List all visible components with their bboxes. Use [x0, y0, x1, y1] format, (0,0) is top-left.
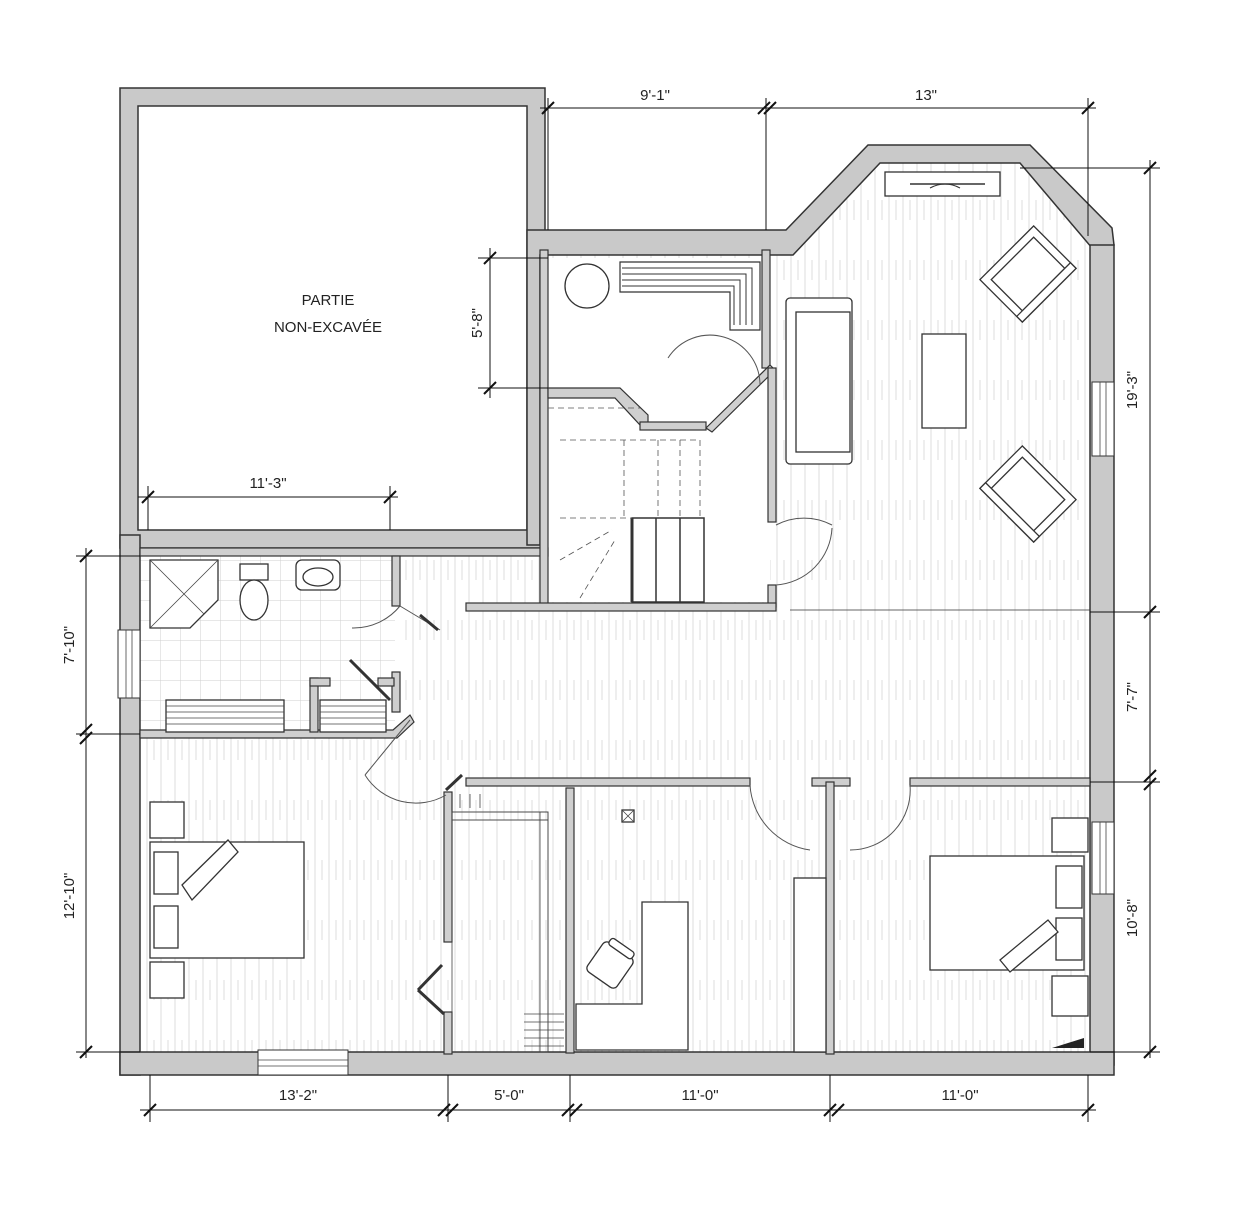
office-chair: [586, 937, 635, 989]
closet-office: [793, 877, 827, 1053]
dim-left-lower: 12'-10": [61, 873, 78, 920]
desk: [575, 901, 689, 1051]
corner-marker: [1052, 1038, 1084, 1048]
plan-text: PARTIE NON-EXCAVÉE 9'-1" 13" 5'-8" 11'-3…: [61, 87, 1141, 1104]
dim-right-middle: 7'-7": [1124, 682, 1141, 712]
exterior-walls: [117, 87, 1115, 1076]
stairs: [548, 407, 705, 603]
dim-bottom-4: 11'-0": [941, 1087, 978, 1104]
unexcavated-floor: [138, 106, 526, 530]
nightstand-right-top: [1051, 817, 1089, 853]
tv-unit: [884, 171, 1001, 197]
doors: [348, 334, 1090, 1016]
toilet: [239, 563, 269, 621]
sofa: [785, 297, 853, 465]
window-bedroom-left: [257, 1049, 349, 1076]
nightstand-left-bottom: [149, 961, 185, 999]
dim-top-right: 13": [915, 87, 937, 104]
bed-left: [149, 839, 305, 959]
sink: [295, 559, 341, 591]
dim-top-left: 9'-1": [640, 87, 670, 104]
window-bedroom-right: [1091, 821, 1115, 895]
armchair-bottom: [978, 444, 1078, 544]
bottom-wall: [119, 1051, 1115, 1076]
armchair-top: [978, 224, 1078, 324]
left-wall: [119, 534, 141, 1076]
window-living: [1091, 381, 1115, 457]
dim-stair-height: 5'-8": [469, 308, 486, 338]
dim-unexcavated-width: 11'-3": [249, 475, 286, 492]
dim-left-upper: 7'-10": [61, 626, 78, 664]
storage-shelves: [619, 261, 761, 331]
closet-shelves: [459, 794, 564, 1047]
nightstand-left-top: [149, 801, 185, 839]
furniture: [149, 171, 1089, 1053]
dim-right-lower: 10'-8": [1124, 899, 1141, 937]
right-wall: [1089, 244, 1115, 1066]
water-heater: [564, 263, 610, 309]
shower: [149, 559, 219, 629]
window-bathroom: [117, 629, 141, 699]
unexcavated-label-line1: PARTIE: [302, 292, 355, 309]
coffee-table: [921, 333, 967, 429]
bed-right: [929, 855, 1085, 973]
dim-right-upper: 19'-3": [1124, 371, 1141, 409]
dim-bottom-1: 13'-2": [279, 1087, 317, 1104]
bathroom-storage: [165, 699, 387, 733]
unexcavated-label-line2: NON-EXCAVÉE: [274, 319, 382, 336]
dim-bottom-3: 11'-0": [681, 1087, 718, 1104]
nightstand-right-bottom: [1051, 975, 1089, 1017]
dimension-lines: [76, 98, 1160, 1122]
dim-bottom-2: 5'-0": [494, 1087, 524, 1104]
